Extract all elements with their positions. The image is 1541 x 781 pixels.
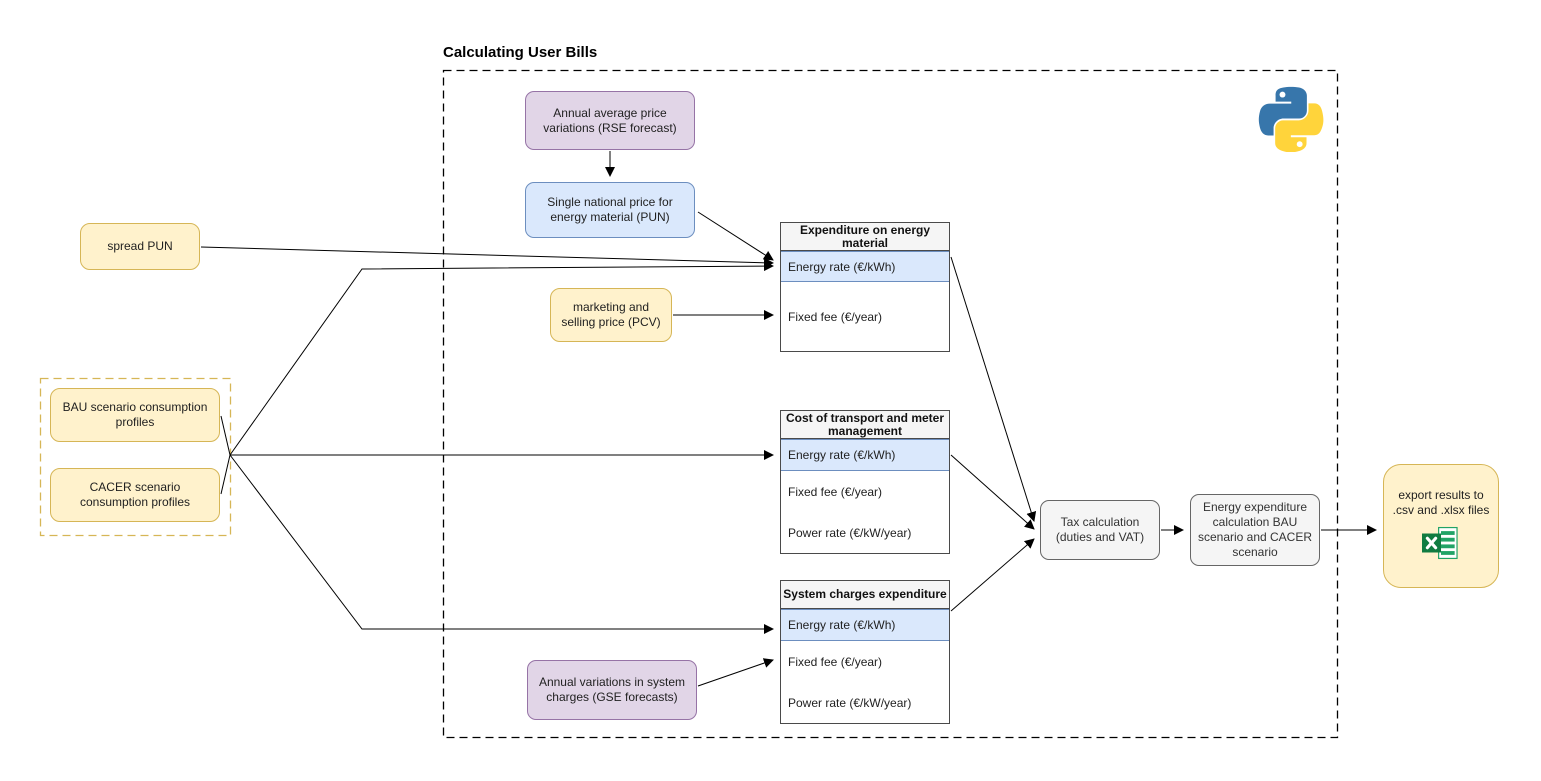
node-label: Annual average price variations (RSE for… <box>543 105 677 135</box>
table-system-charges: System charges expenditure Energy rate (… <box>780 580 950 724</box>
table-row-energy-rate: Energy rate (€/kWh) <box>781 251 949 282</box>
node-pun: Single national price for energy materia… <box>525 182 695 238</box>
excel-file-icon <box>1422 525 1460 565</box>
line-cacer-to-junction <box>220 454 231 495</box>
node-label: Annual variations in system charges (GSE… <box>538 675 686 704</box>
arrow-table1-to-tax <box>950 256 1037 522</box>
table-row-fixed-fee: Fixed fee (€/year) <box>781 282 949 351</box>
arrow-table3-to-tax <box>950 538 1035 612</box>
table-row-fixed-fee: Fixed fee (€/year) <box>781 641 949 682</box>
arrow-spread-pun-to-energy-rate-1 <box>200 246 774 268</box>
node-energy-expenditure-calculation: Energy expenditure calculation BAU scena… <box>1190 494 1320 566</box>
table-row-power-rate: Power rate (€/kW/year) <box>781 512 949 553</box>
node-tax-calculation: Tax calculation (duties and VAT) <box>1040 500 1160 560</box>
node-label: spread PUN <box>107 239 173 253</box>
arrow-gse-to-fixed-fee-3 <box>697 658 774 687</box>
arrow-profiles-to-energy-rate-1 <box>229 261 774 456</box>
arrow-table2-to-tax <box>950 454 1035 530</box>
node-label: BAU scenario consumption profiles <box>62 400 208 429</box>
node-label: CACER scenario consumption profiles <box>79 480 191 509</box>
table-row-power-rate: Power rate (€/kW/year) <box>781 682 949 723</box>
line-bau-to-junction <box>220 415 231 456</box>
node-rse-forecast: Annual average price variations (RSE for… <box>525 91 695 150</box>
arrow-pun-to-energy-rate-1 <box>697 211 774 261</box>
node-pcv: marketing and selling price (PCV) <box>550 288 672 342</box>
node-label: Single national price for energy materia… <box>547 195 673 224</box>
node-label: marketing and selling price (PCV) <box>561 300 661 329</box>
python-logo-icon <box>1258 86 1324 153</box>
node-export-results: export results to .csv and .xlsx files <box>1383 464 1499 588</box>
node-cacer-profiles: CACER scenario consumption profiles <box>50 468 220 522</box>
table-row-fixed-fee: Fixed fee (€/year) <box>781 471 949 512</box>
table-header: Cost of transport and meter management <box>781 411 949 439</box>
node-label: Energy expenditure calculation BAU scena… <box>1197 500 1313 559</box>
table-row-energy-rate: Energy rate (€/kWh) <box>781 609 949 641</box>
node-gse-forecast: Annual variations in system charges (GSE… <box>527 660 697 720</box>
table-header: Expenditure on energy material <box>781 223 949 251</box>
diagram-title: Calculating User Bills <box>443 44 598 61</box>
node-bau-profiles: BAU scenario consumption profiles <box>50 388 220 442</box>
table-energy-material: Expenditure on energy material Energy ra… <box>780 222 950 352</box>
node-label: Tax calculation (duties and VAT) <box>1055 515 1145 544</box>
table-transport-meter: Cost of transport and meter management E… <box>780 410 950 554</box>
calculation-group-frame <box>442 69 1339 739</box>
table-row-energy-rate: Energy rate (€/kWh) <box>781 439 949 471</box>
arrow-profiles-to-energy-rate-3 <box>229 454 774 634</box>
node-label: export results to .csv and .xlsx files <box>1392 487 1490 517</box>
table-header: System charges expenditure <box>781 581 949 609</box>
consumption-profiles-group-frame <box>39 377 232 537</box>
node-spread-pun: spread PUN <box>80 223 200 270</box>
